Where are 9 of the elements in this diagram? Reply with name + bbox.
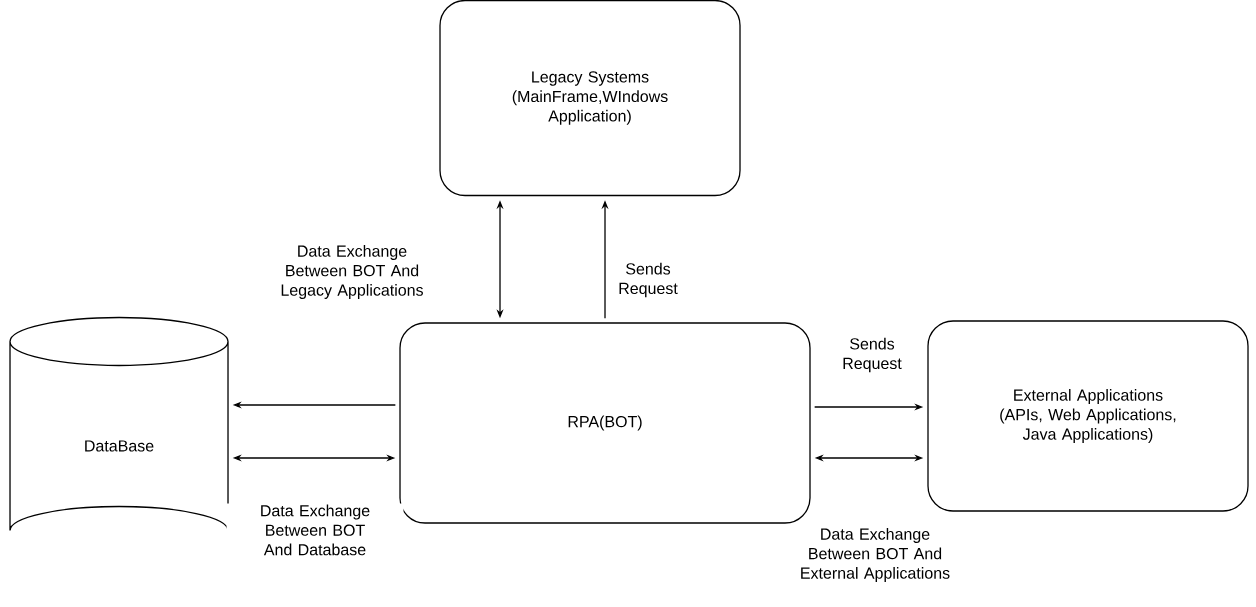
- edge-label: Data Exchange Between BOT And Legacy Applications: [266, 244, 438, 300]
- process-box: RPA(BOT): [399, 322, 811, 524]
- edge-label: Data Exchange Between BOT And External Applications: [781, 527, 969, 583]
- edge-label: Sends Request: [607, 261, 689, 299]
- edge-label: Data Exchange Between BOT And Database: [226, 503, 404, 557]
- process-box: Legacy Systems (MainFrame,WIndows Application): [439, 0, 741, 197]
- process-box: External Applications (APIs, Web Applications, Java Applications): [927, 320, 1249, 512]
- database-cylinder: DataBase: [9, 316, 229, 532]
- edge-label: Sends Request: [831, 336, 913, 374]
